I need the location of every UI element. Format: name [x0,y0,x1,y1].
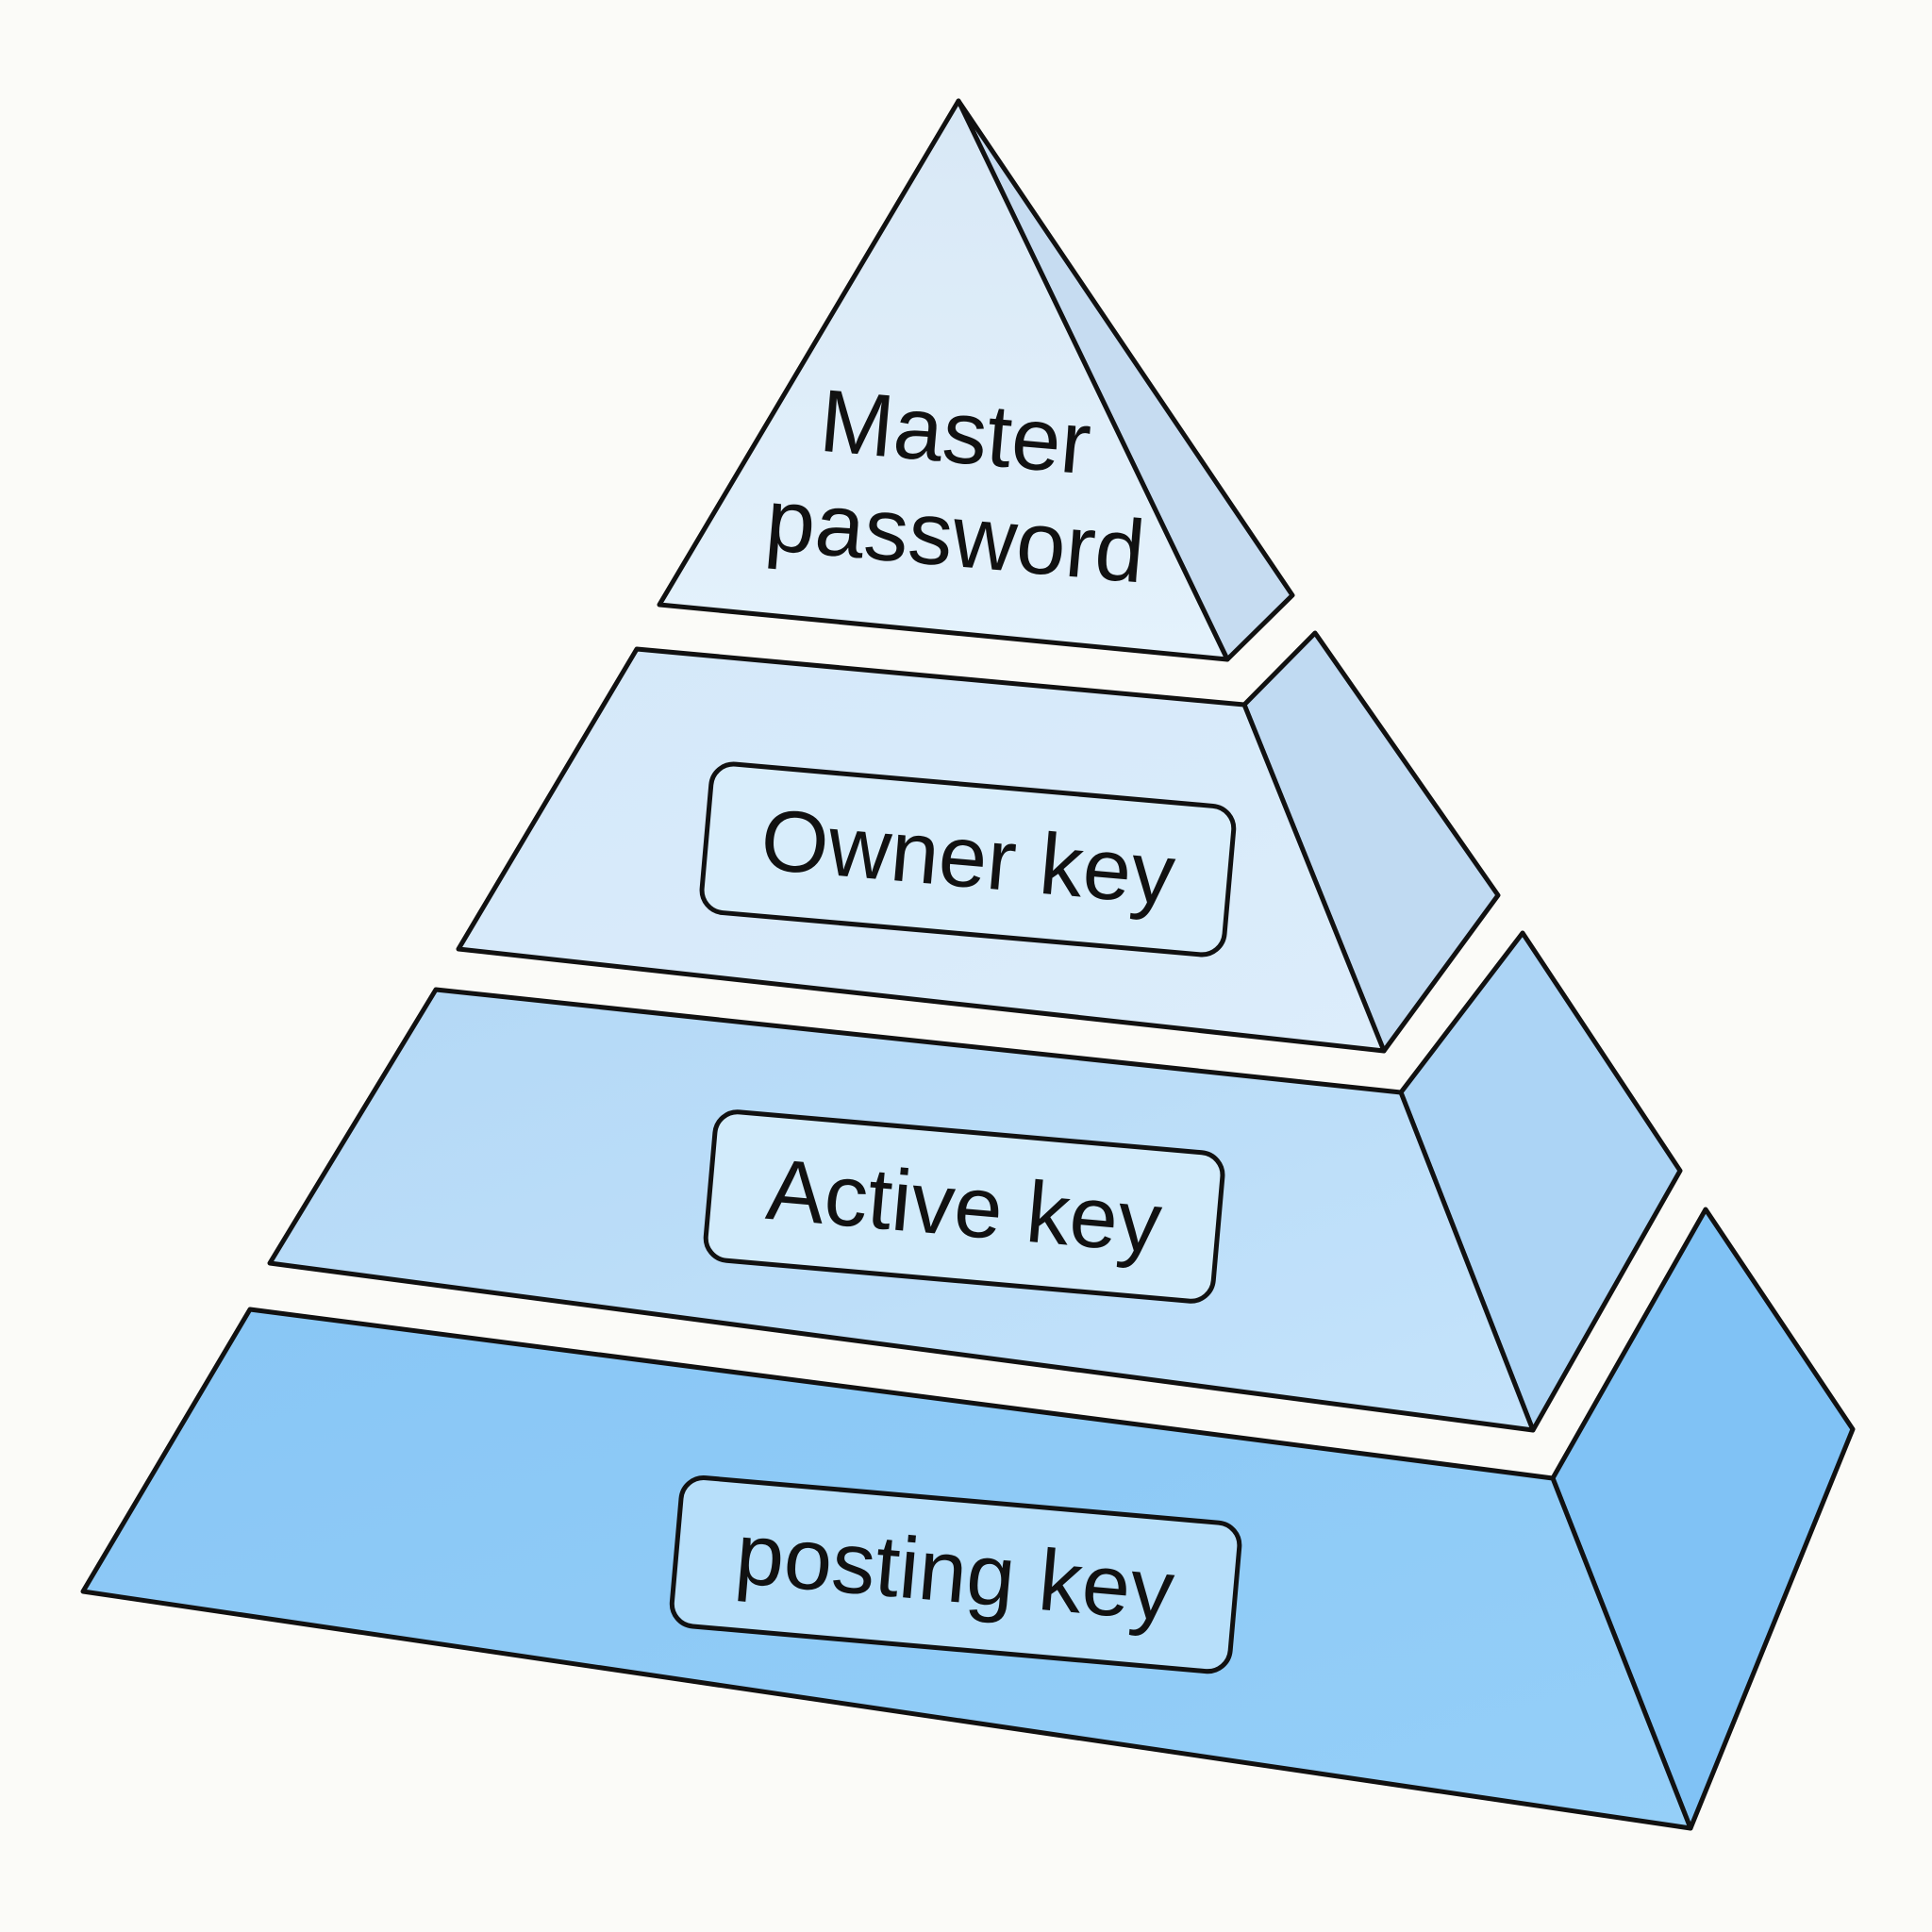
tier-owner-key: Owner key [456,630,1501,1054]
tier-posting-key: posting key [80,1207,1856,1831]
master-label-line-1: Master [816,371,1094,493]
owner-key-label-box [699,761,1237,958]
tier-master-front-face [657,98,1230,662]
active-key-label-box [703,1109,1225,1304]
posting-key-label-box [669,1475,1242,1674]
tier-master-password: Master password [657,98,1295,662]
tier-active-key: Active key [267,930,1683,1433]
